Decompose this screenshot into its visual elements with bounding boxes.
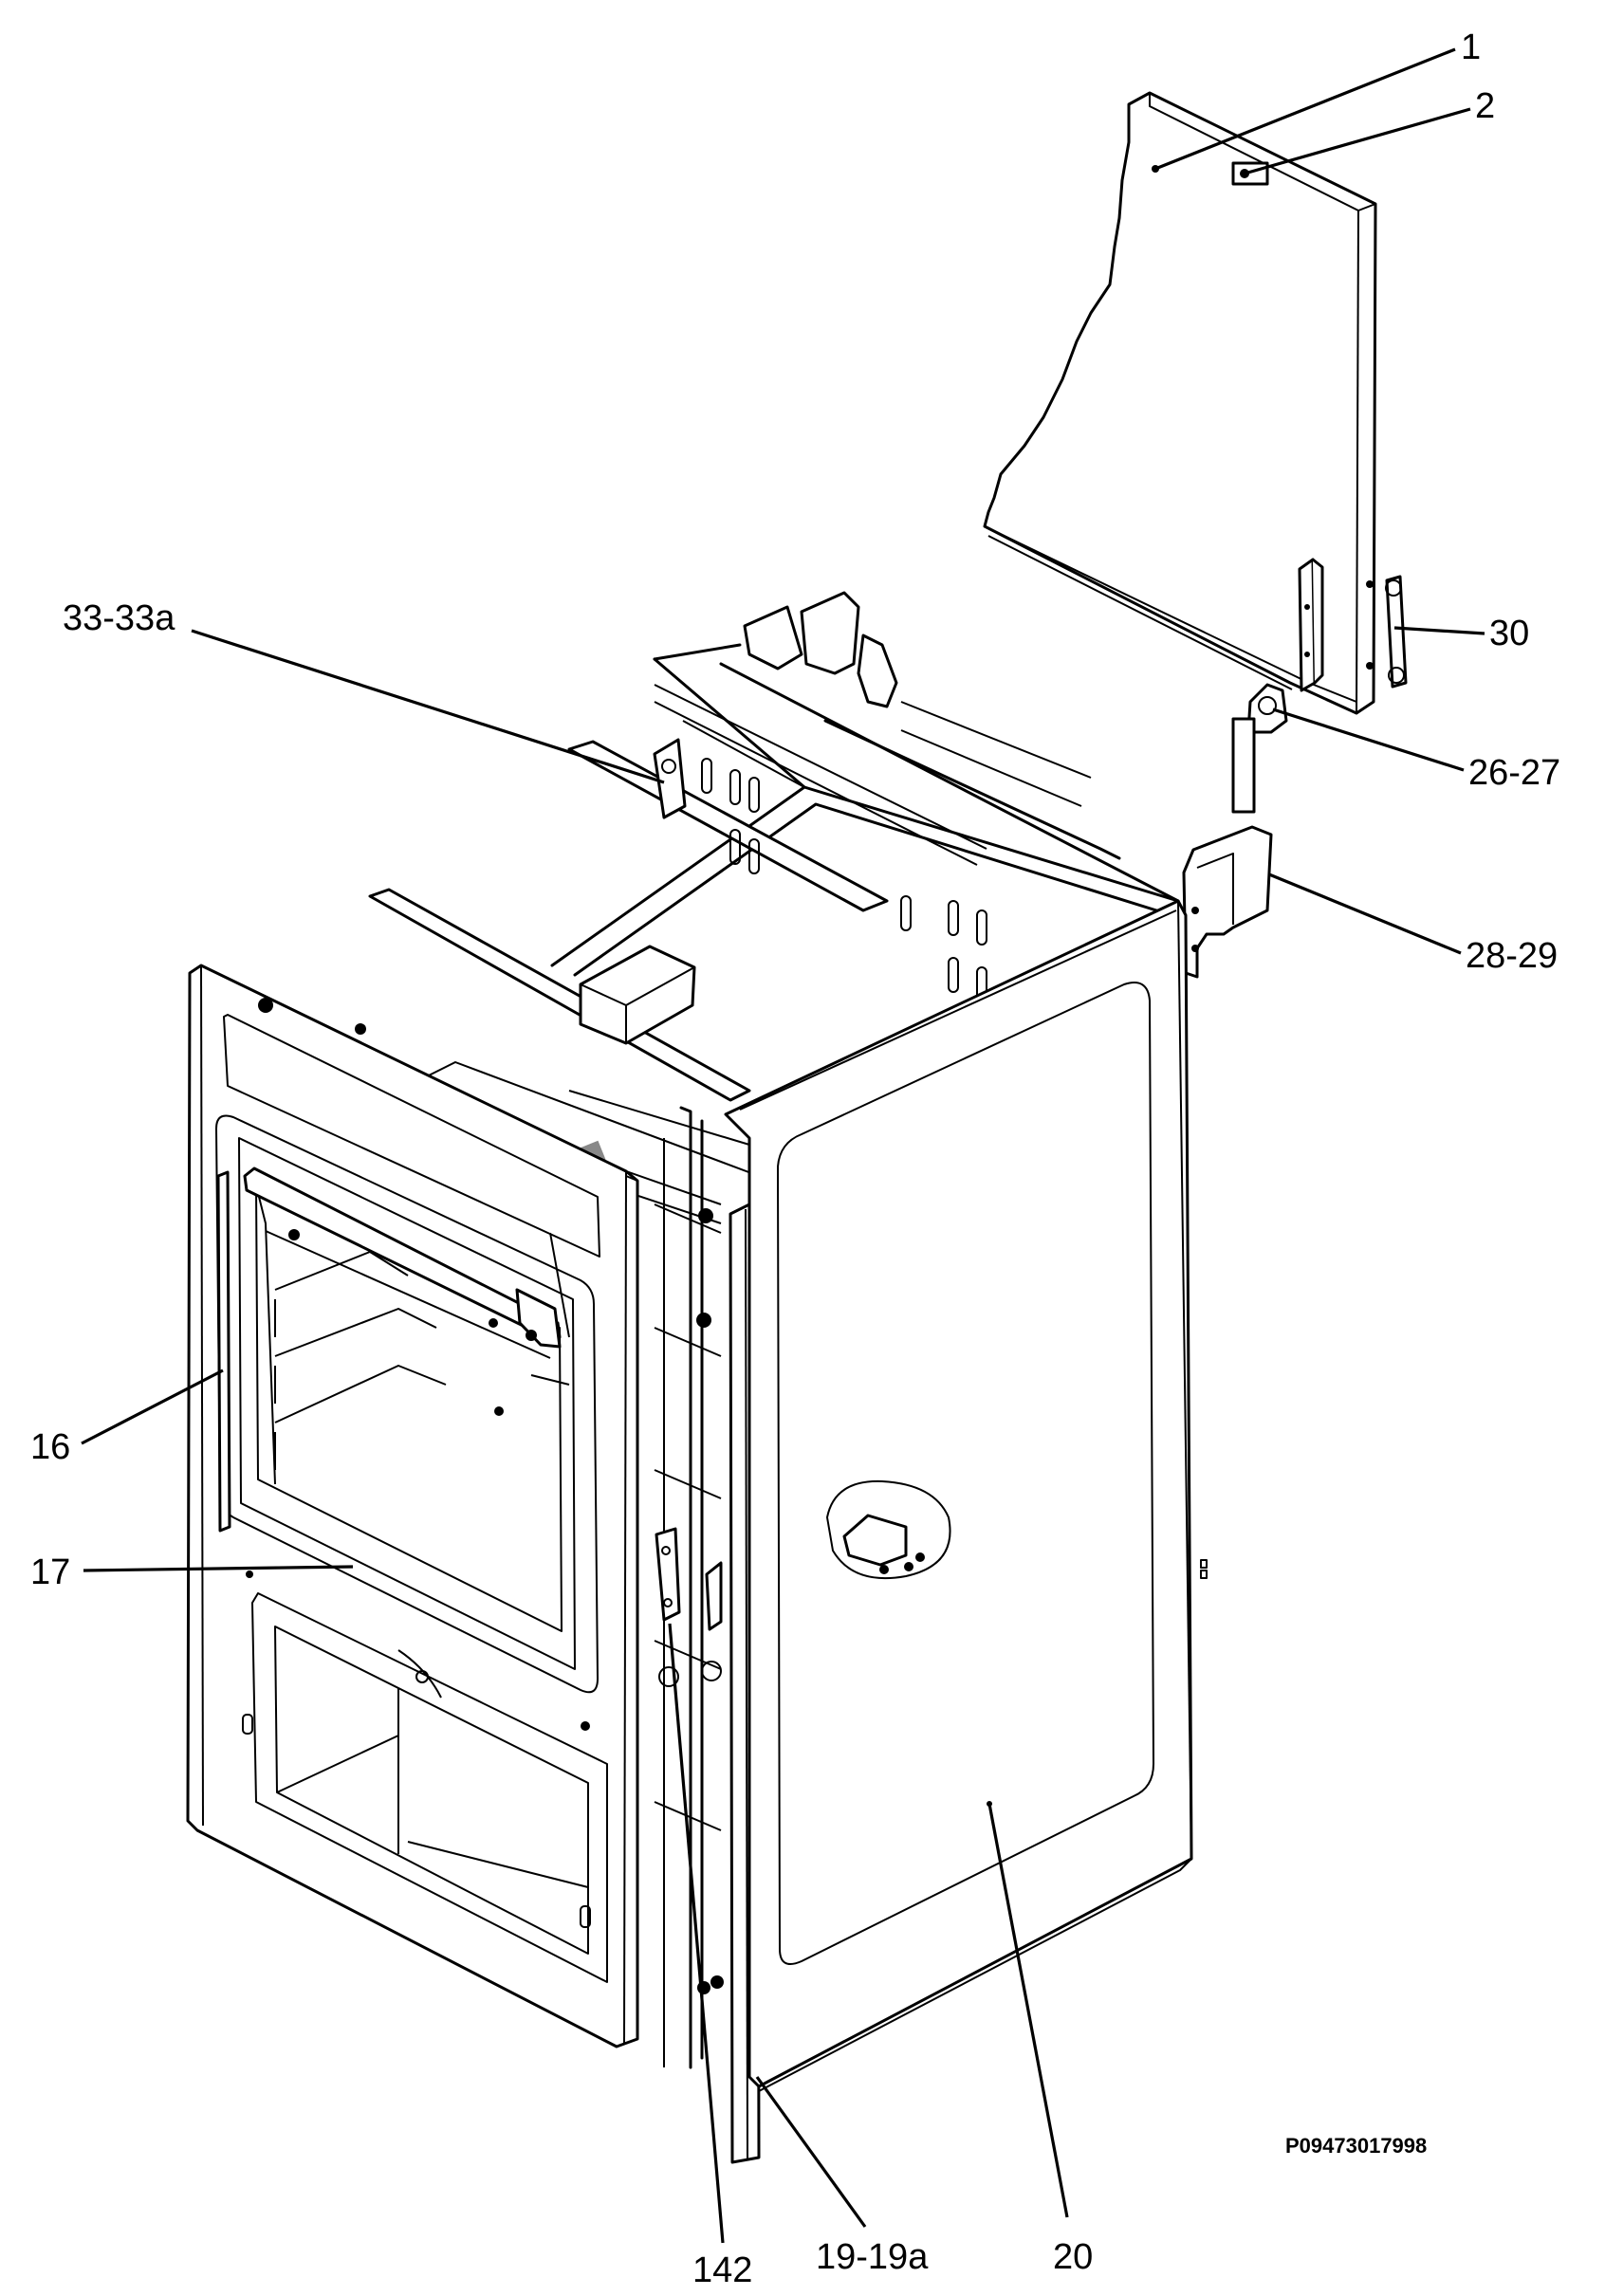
callout-28-29: 28-29 [1466,936,1558,976]
callout-26-27: 26-27 [1468,753,1560,793]
callout-labels: 1 2 30 26-27 28-29 33-33a 16 17 142 19-1… [30,28,1560,2290]
callout-142: 142 [692,2250,752,2290]
side-panel [724,899,1208,2092]
leader-lines [81,47,1485,2244]
callout-20: 20 [1053,2237,1093,2277]
front-frame [186,964,713,2048]
front-frame-outer [186,964,639,2048]
hinge-arm [1231,717,1256,814]
side-panel-20 [724,899,1193,2088]
callout-2: 2 [1475,86,1495,126]
side-rail-16 [216,1170,231,1533]
callout-30: 30 [1489,614,1529,653]
side-panel-inset [777,982,1154,1965]
hinge-link [1385,575,1408,689]
callout-16: 16 [30,1427,70,1467]
callout-17: 17 [30,1552,70,1592]
hinge-parts [1182,683,1288,979]
callout-19-19a: 19-19a [816,2237,929,2277]
storage-compartment [251,1592,608,1983]
callout-1: 1 [1461,28,1481,67]
bracket-33 [653,738,687,819]
top-panel [983,91,1408,715]
drawing-code: P09473017998 [1285,2134,1427,2158]
junction-box [579,945,696,1045]
hinge-28-29 [1182,825,1273,979]
label-plate [1231,161,1269,186]
rear-crossbar [567,740,889,912]
vent-slots [701,758,987,1002]
callout-33-33a: 33-33a [63,598,175,638]
